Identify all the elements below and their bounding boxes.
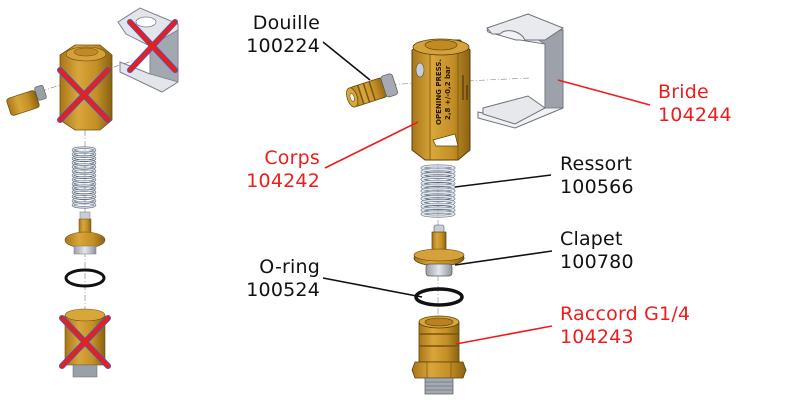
label-douille: Douille 100224 <box>220 12 320 58</box>
part-bride <box>477 13 565 129</box>
leader-ressort <box>454 174 552 188</box>
cross-bride <box>127 19 178 73</box>
leader-oring <box>322 277 423 298</box>
thumb-ressort <box>71 146 97 209</box>
corps-engraving-line1: OPENING PRESS. <box>435 59 443 125</box>
cross-corps <box>57 67 111 123</box>
leader-lines <box>322 41 651 345</box>
label-clapet-ref: 100780 <box>560 251 634 273</box>
thumb-oring <box>64 268 106 288</box>
label-clapet: Clapet 100780 <box>560 228 634 274</box>
spring-coil <box>421 211 455 217</box>
label-ressort: Ressort 100566 <box>560 153 634 199</box>
label-bride-ref: 104244 <box>658 104 732 126</box>
label-raccord-name: Raccord G1/4 <box>560 303 691 325</box>
label-ressort-ref: 100566 <box>560 176 634 198</box>
label-oring: O-ring 100524 <box>220 256 320 302</box>
part-ressort <box>420 164 456 218</box>
label-ressort-name: Ressort <box>560 153 633 175</box>
label-corps: Corps 104242 <box>220 147 320 193</box>
part-clapet <box>413 224 465 277</box>
corps-engraving-line2: 2,8 +/-0,2 bar <box>444 65 452 120</box>
spring-coil <box>72 202 96 208</box>
label-bride-name: Bride <box>658 81 709 103</box>
label-raccord: Raccord G1/4 104243 <box>560 303 690 349</box>
part-douille <box>346 73 398 108</box>
main-view: OPENING PRESS. 2,8 +/-0,2 bar <box>322 13 651 395</box>
label-oring-ref: 100524 <box>246 279 320 301</box>
label-bride: Bride 104244 <box>658 81 732 127</box>
leader-corps <box>324 121 419 169</box>
leader-clapet <box>454 250 553 266</box>
thumb-douille <box>6 85 47 116</box>
label-douille-name: Douille <box>252 12 320 34</box>
thumbnail-view <box>6 7 179 378</box>
part-oring <box>414 287 464 307</box>
label-clapet-name: Clapet <box>560 228 623 250</box>
leader-douille <box>322 41 371 81</box>
part-raccord <box>411 315 467 395</box>
leader-raccord <box>455 325 553 345</box>
cross-out-marks <box>57 19 178 369</box>
part-corps: OPENING PRESS. 2,8 +/-0,2 bar <box>411 38 471 161</box>
label-oring-name: O-ring <box>259 256 320 278</box>
label-corps-ref: 104242 <box>246 170 320 192</box>
leader-bride <box>557 79 651 106</box>
label-corps-name: Corps <box>264 147 320 169</box>
label-raccord-ref: 104243 <box>560 326 634 348</box>
cross-raccord <box>59 315 111 369</box>
thumb-clapet <box>64 211 106 255</box>
label-douille-ref: 100224 <box>246 35 320 57</box>
